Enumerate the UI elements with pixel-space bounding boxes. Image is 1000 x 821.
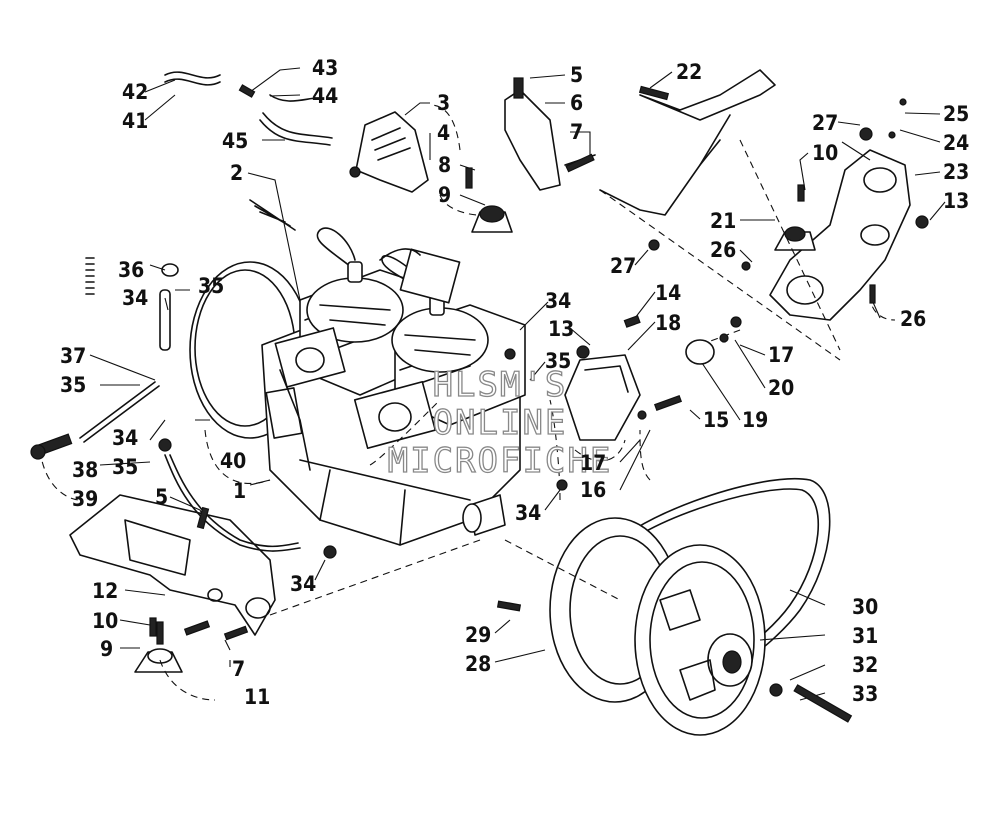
torque-bracket bbox=[564, 354, 641, 441]
callout-8: 8 bbox=[438, 153, 451, 177]
chassis-frame-outline bbox=[599, 69, 841, 361]
callout-38: 38 bbox=[72, 458, 98, 482]
callout-40: 40 bbox=[220, 449, 246, 473]
callout-34d: 34 bbox=[290, 572, 316, 596]
callout-13: 13 bbox=[943, 189, 969, 213]
callout-labels: 42 41 43 44 45 2 3 4 8 9 5 6 7 22 27 10 … bbox=[60, 56, 969, 709]
callout-36: 36 bbox=[118, 258, 144, 282]
callout-24: 24 bbox=[943, 131, 969, 155]
callout-5: 5 bbox=[570, 63, 583, 87]
callout-4: 4 bbox=[437, 121, 450, 145]
callout-1: 1 bbox=[233, 479, 246, 503]
callout-35b: 35 bbox=[198, 274, 224, 298]
callout-26: 26 bbox=[710, 238, 736, 262]
callout-29: 29 bbox=[465, 623, 491, 647]
callout-10: 10 bbox=[812, 141, 838, 165]
callout-27: 27 bbox=[812, 111, 838, 135]
callout-44: 44 bbox=[312, 84, 338, 108]
callout-39: 39 bbox=[72, 487, 98, 511]
callout-33: 33 bbox=[852, 682, 878, 706]
rubber-mount-upper bbox=[471, 205, 513, 233]
callout-7b: 7 bbox=[232, 657, 245, 681]
callout-22: 22 bbox=[676, 60, 702, 84]
callout-42: 42 bbox=[122, 80, 148, 104]
fasteners bbox=[30, 84, 929, 723]
rubber-mount-lower bbox=[134, 621, 183, 673]
callout-12: 12 bbox=[92, 579, 118, 603]
engine-assembly bbox=[189, 227, 526, 546]
callout-19: 19 bbox=[742, 408, 768, 432]
callout-11: 11 bbox=[244, 685, 270, 709]
callout-35c: 35 bbox=[60, 373, 86, 397]
callout-28: 28 bbox=[465, 652, 491, 676]
callout-9: 9 bbox=[438, 183, 451, 207]
callout-30: 30 bbox=[852, 595, 878, 619]
watermark-line-1: HLSM'S bbox=[433, 365, 568, 405]
fuel-and-pulse-hoses bbox=[79, 71, 333, 552]
callout-6: 6 bbox=[570, 91, 583, 115]
callout-9b: 9 bbox=[100, 637, 113, 661]
callout-16: 16 bbox=[580, 478, 606, 502]
callout-27b: 27 bbox=[610, 254, 636, 278]
watermark-line-3: MICROFICHE bbox=[388, 441, 613, 481]
callout-31: 31 bbox=[852, 624, 878, 648]
callout-15: 15 bbox=[703, 408, 729, 432]
callout-7: 7 bbox=[570, 120, 583, 144]
callout-32: 32 bbox=[852, 653, 878, 677]
callout-20: 20 bbox=[768, 376, 794, 400]
callout-34c: 34 bbox=[112, 426, 138, 450]
callout-45: 45 bbox=[222, 129, 248, 153]
watermark-line-2: ONLINE bbox=[433, 403, 568, 443]
callout-14: 14 bbox=[655, 281, 681, 305]
callout-13b: 13 bbox=[548, 317, 574, 341]
drive-clutch-assembly bbox=[549, 478, 831, 736]
leader-lines bbox=[89, 67, 946, 701]
callout-34b: 34 bbox=[122, 286, 148, 310]
callout-2: 2 bbox=[230, 161, 243, 185]
exploded-view-lines bbox=[39, 104, 896, 701]
callout-17b: 17 bbox=[580, 451, 606, 475]
callout-37: 37 bbox=[60, 344, 86, 368]
callout-5b: 5 bbox=[155, 485, 168, 509]
front-bracket-left bbox=[349, 111, 429, 193]
callout-21: 21 bbox=[710, 209, 736, 233]
callout-25: 25 bbox=[943, 102, 969, 126]
callout-41: 41 bbox=[122, 109, 148, 133]
callout-26b: 26 bbox=[900, 307, 926, 331]
callout-34a: 34 bbox=[545, 289, 571, 313]
callout-17a: 17 bbox=[768, 343, 794, 367]
callout-23: 23 bbox=[943, 160, 969, 184]
watermark: HLSM'S ONLINE MICROFICHE bbox=[387, 364, 613, 481]
rear-engine-mount bbox=[769, 149, 911, 321]
callout-10b: 10 bbox=[92, 609, 118, 633]
callout-35d: 35 bbox=[112, 455, 138, 479]
callout-35a: 35 bbox=[545, 349, 571, 373]
callout-34e: 34 bbox=[515, 501, 541, 525]
callout-18: 18 bbox=[655, 311, 681, 335]
callout-3: 3 bbox=[437, 91, 450, 115]
callout-43: 43 bbox=[312, 56, 338, 80]
